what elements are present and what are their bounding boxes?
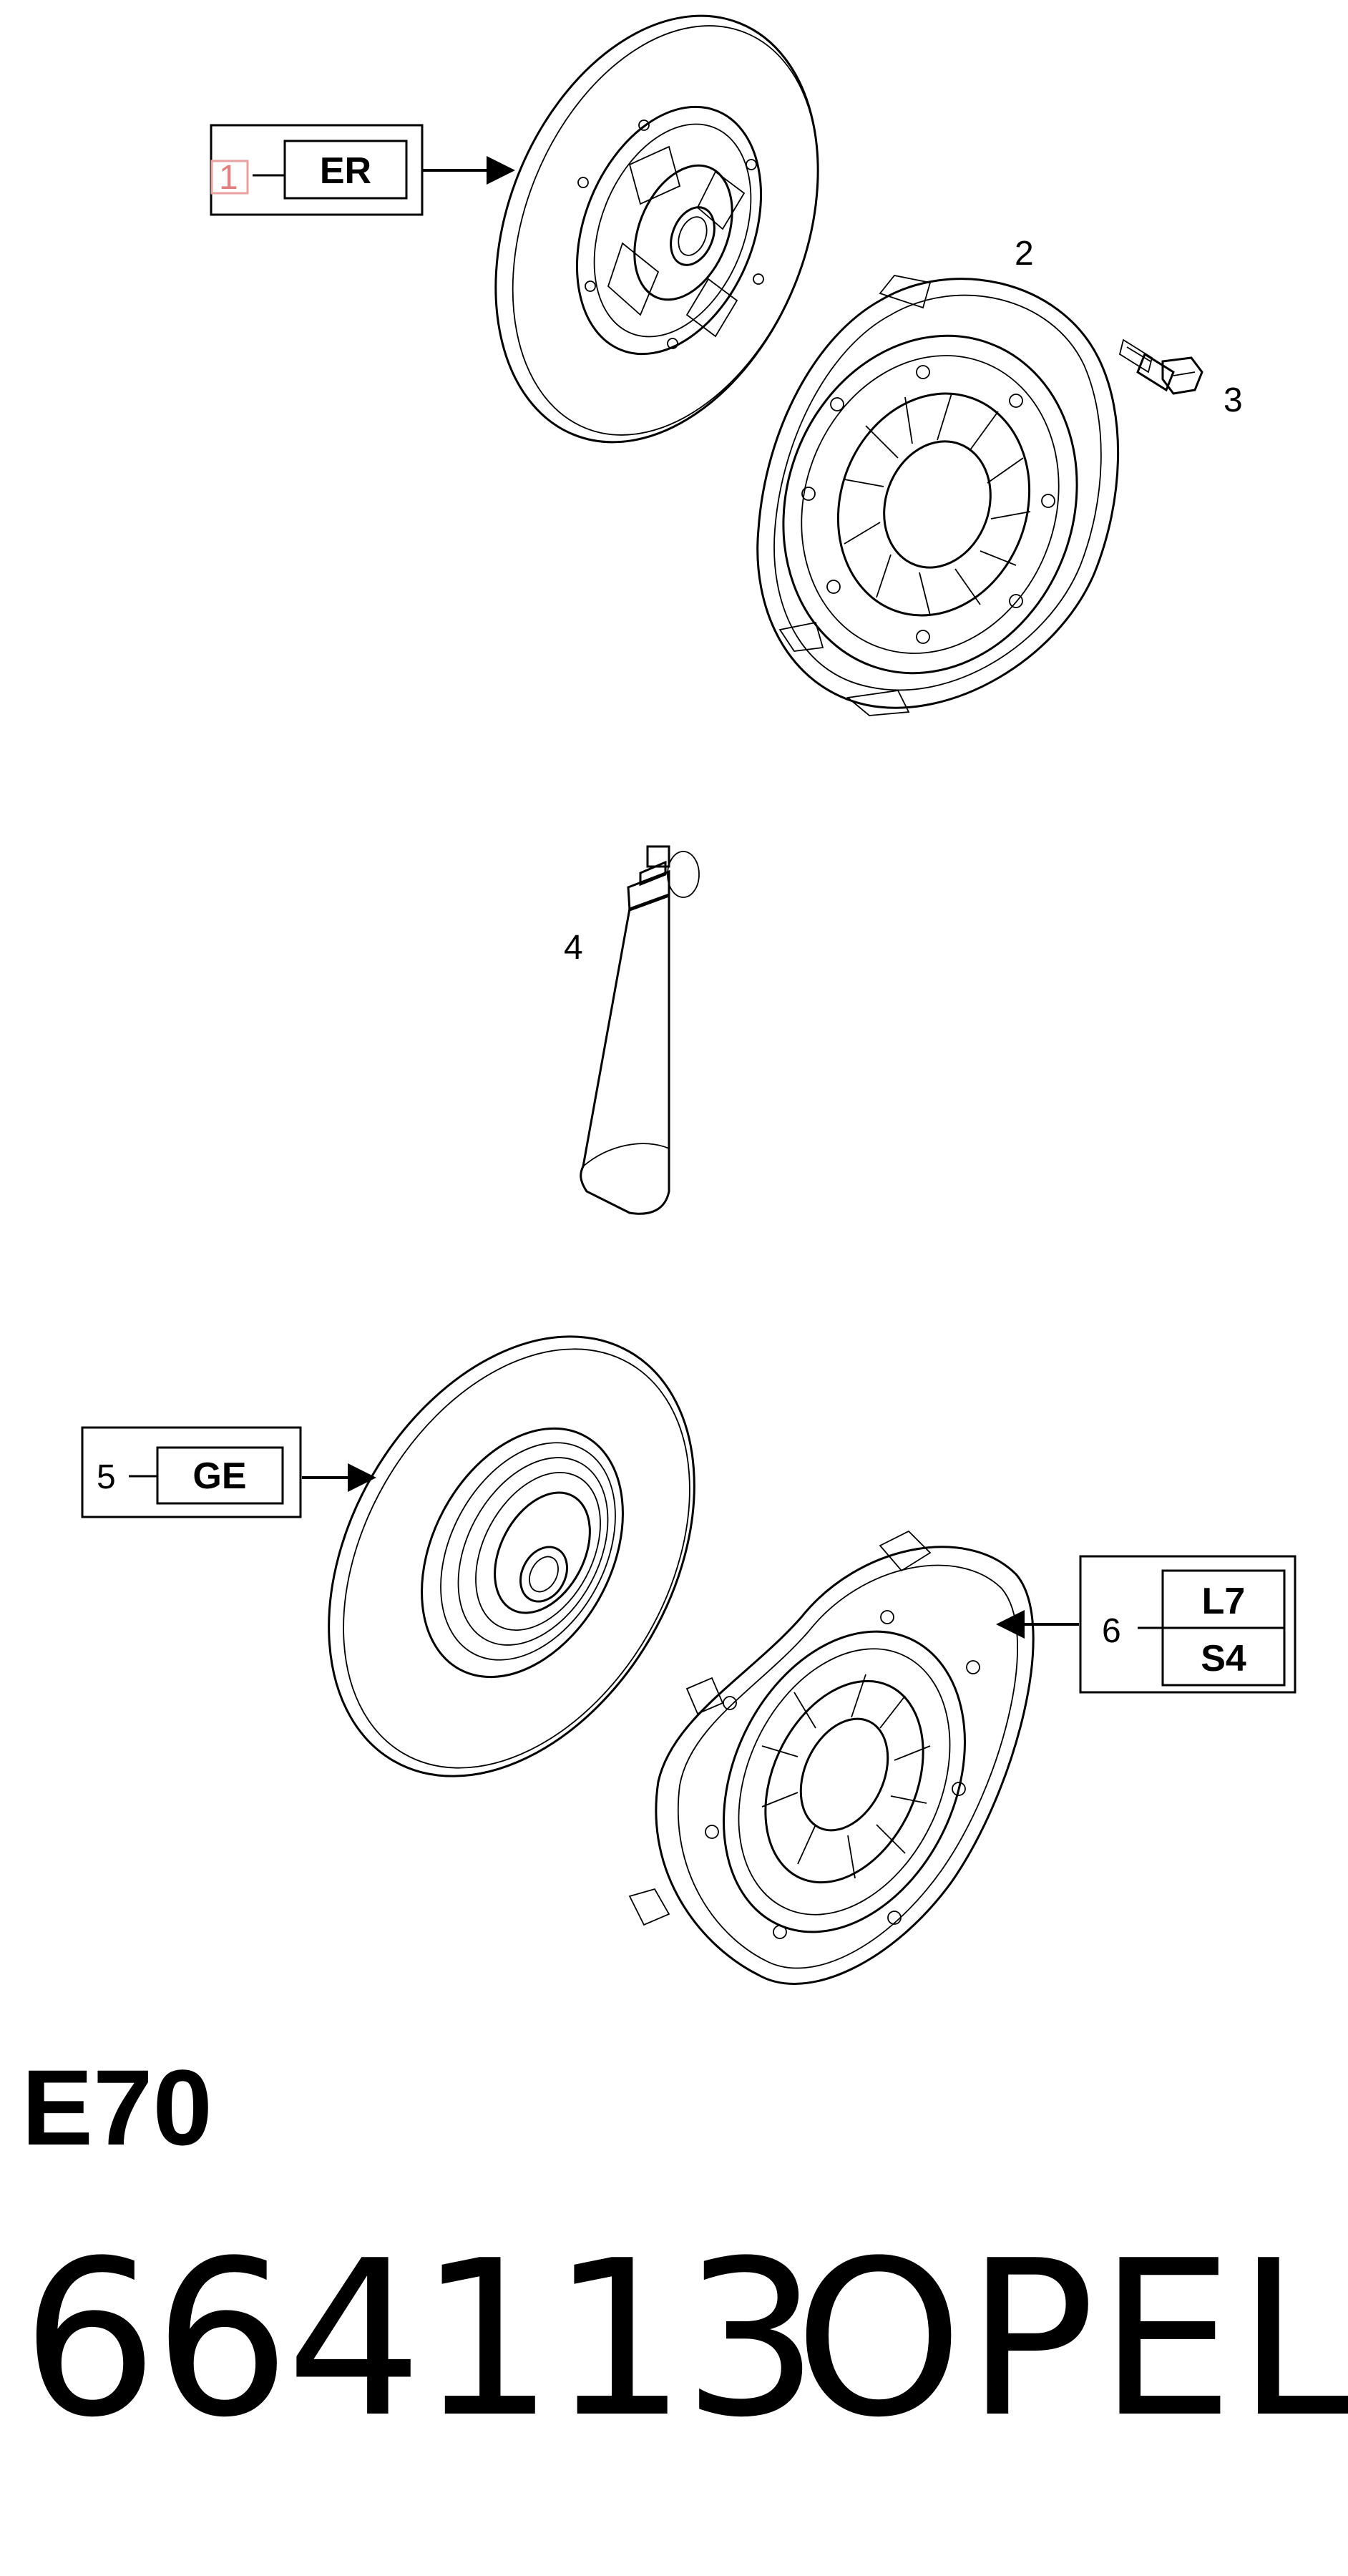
callout-5-code: GE [192, 1455, 246, 1497]
callout-6-number: 6 [1102, 1612, 1121, 1650]
part-number: 664113 [21, 2215, 819, 2464]
callout-3-number: 3 [1224, 381, 1243, 419]
callout-5: 5 GE [81, 1426, 376, 1518]
brand-name: OPEL [794, 2215, 1348, 2464]
callout-6: 6 L7 S4 [996, 1555, 1296, 1694]
clutch-disc-1 [494, 14, 819, 444]
callout-6-code-2: S4 [1201, 1638, 1246, 1679]
callout-1-number: 1 [219, 159, 238, 197]
callout-5-number: 5 [97, 1458, 116, 1496]
clutch-disc-5 [328, 1335, 695, 1777]
callout-1-code: ER [320, 150, 371, 192]
pressure-plate-2 [756, 275, 1120, 716]
pressure-plate-6 [628, 1530, 1035, 1985]
callout-1: 1 ER [210, 124, 515, 216]
bolt-3 [1118, 338, 1203, 395]
callout-2-number: 2 [1015, 235, 1034, 273]
grease-tube-4 [580, 845, 700, 1215]
callout-4-number: 4 [564, 929, 583, 967]
diagram-code: E70 [21, 2047, 213, 2167]
callout-6-code-1: L7 [1202, 1581, 1246, 1622]
